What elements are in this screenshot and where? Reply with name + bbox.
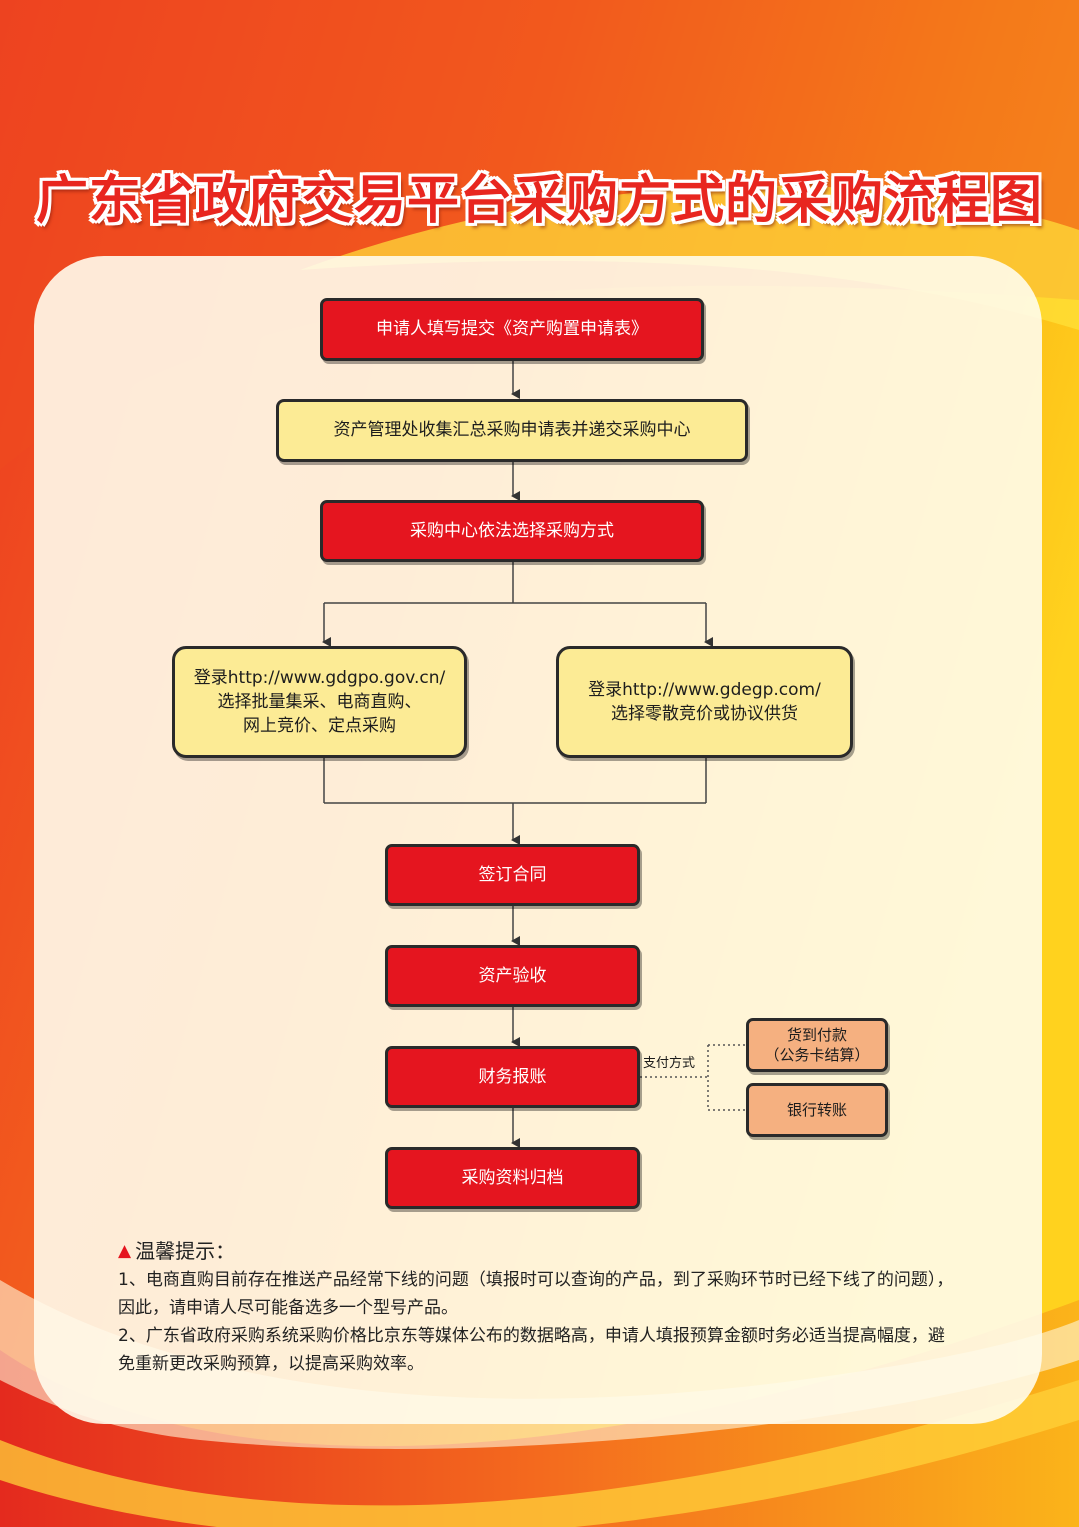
step-collect: 资产管理处收集汇总采购申请表并递交采购中心 [276,399,748,462]
step-select-method: 采购中心依法选择采购方式 [320,500,704,562]
step-reimburse: 财务报账 [385,1046,640,1108]
branch-gdgpo-line-2: 选择批量集采、电商直购、 [217,692,422,712]
poster-title: 广东省政府交易平台采购方式的采购流程图 [35,171,1043,231]
step-acceptance: 资产验收 [385,945,640,1007]
step-branch-gdgpo: 登录http://www.gdgpo.gov.cn/ 选择批量集采、电商直购、 … [172,646,467,758]
warning-triangle-icon: ▲ [118,1241,132,1261]
branch-gdegp-line-1: 登录http://www.gdegp.com/ [588,680,821,700]
step-archive: 采购资料归档 [385,1147,640,1209]
payment-option-cod: 货到付款 （公务卡结算） [746,1018,888,1072]
payment-option-bank: 银行转账 [746,1083,888,1137]
step-branch-gdegp: 登录http://www.gdegp.com/ 选择零散竞价或协议供货 [556,646,853,758]
step-contract: 签订合同 [385,844,640,906]
step-apply: 申请人填写提交《资产购置申请表》 [320,298,704,361]
branch-gdgpo-line-1: 登录http://www.gdgpo.gov.cn/ [193,668,446,688]
branch-gdgpo-line-3: 网上竞价、定点采购 [243,716,396,736]
tip-item-2: 2、广东省政府采购系统采购价格比京东等媒体公布的数据略高，申请人填报预算金额时务… [118,1326,945,1374]
tips-heading: ▲ 温馨提示： [118,1236,958,1266]
tips-section: ▲ 温馨提示： 1、电商直购目前存在推送产品经常下线的问题（填报时可以查询的产品… [118,1236,958,1378]
payment-cod-line-2: （公务卡结算） [764,1046,870,1064]
tips-heading-text: 温馨提示： [135,1239,236,1263]
payment-cod-line-1: 货到付款 [786,1026,847,1044]
branch-gdegp-line-2: 选择零散竞价或协议供货 [611,704,798,724]
payment-method-label: 支付方式 [643,1056,696,1071]
tip-item-1: 1、电商直购目前存在推送产品经常下线的问题（填报时可以查询的产品，到了采购环节时… [118,1270,954,1318]
